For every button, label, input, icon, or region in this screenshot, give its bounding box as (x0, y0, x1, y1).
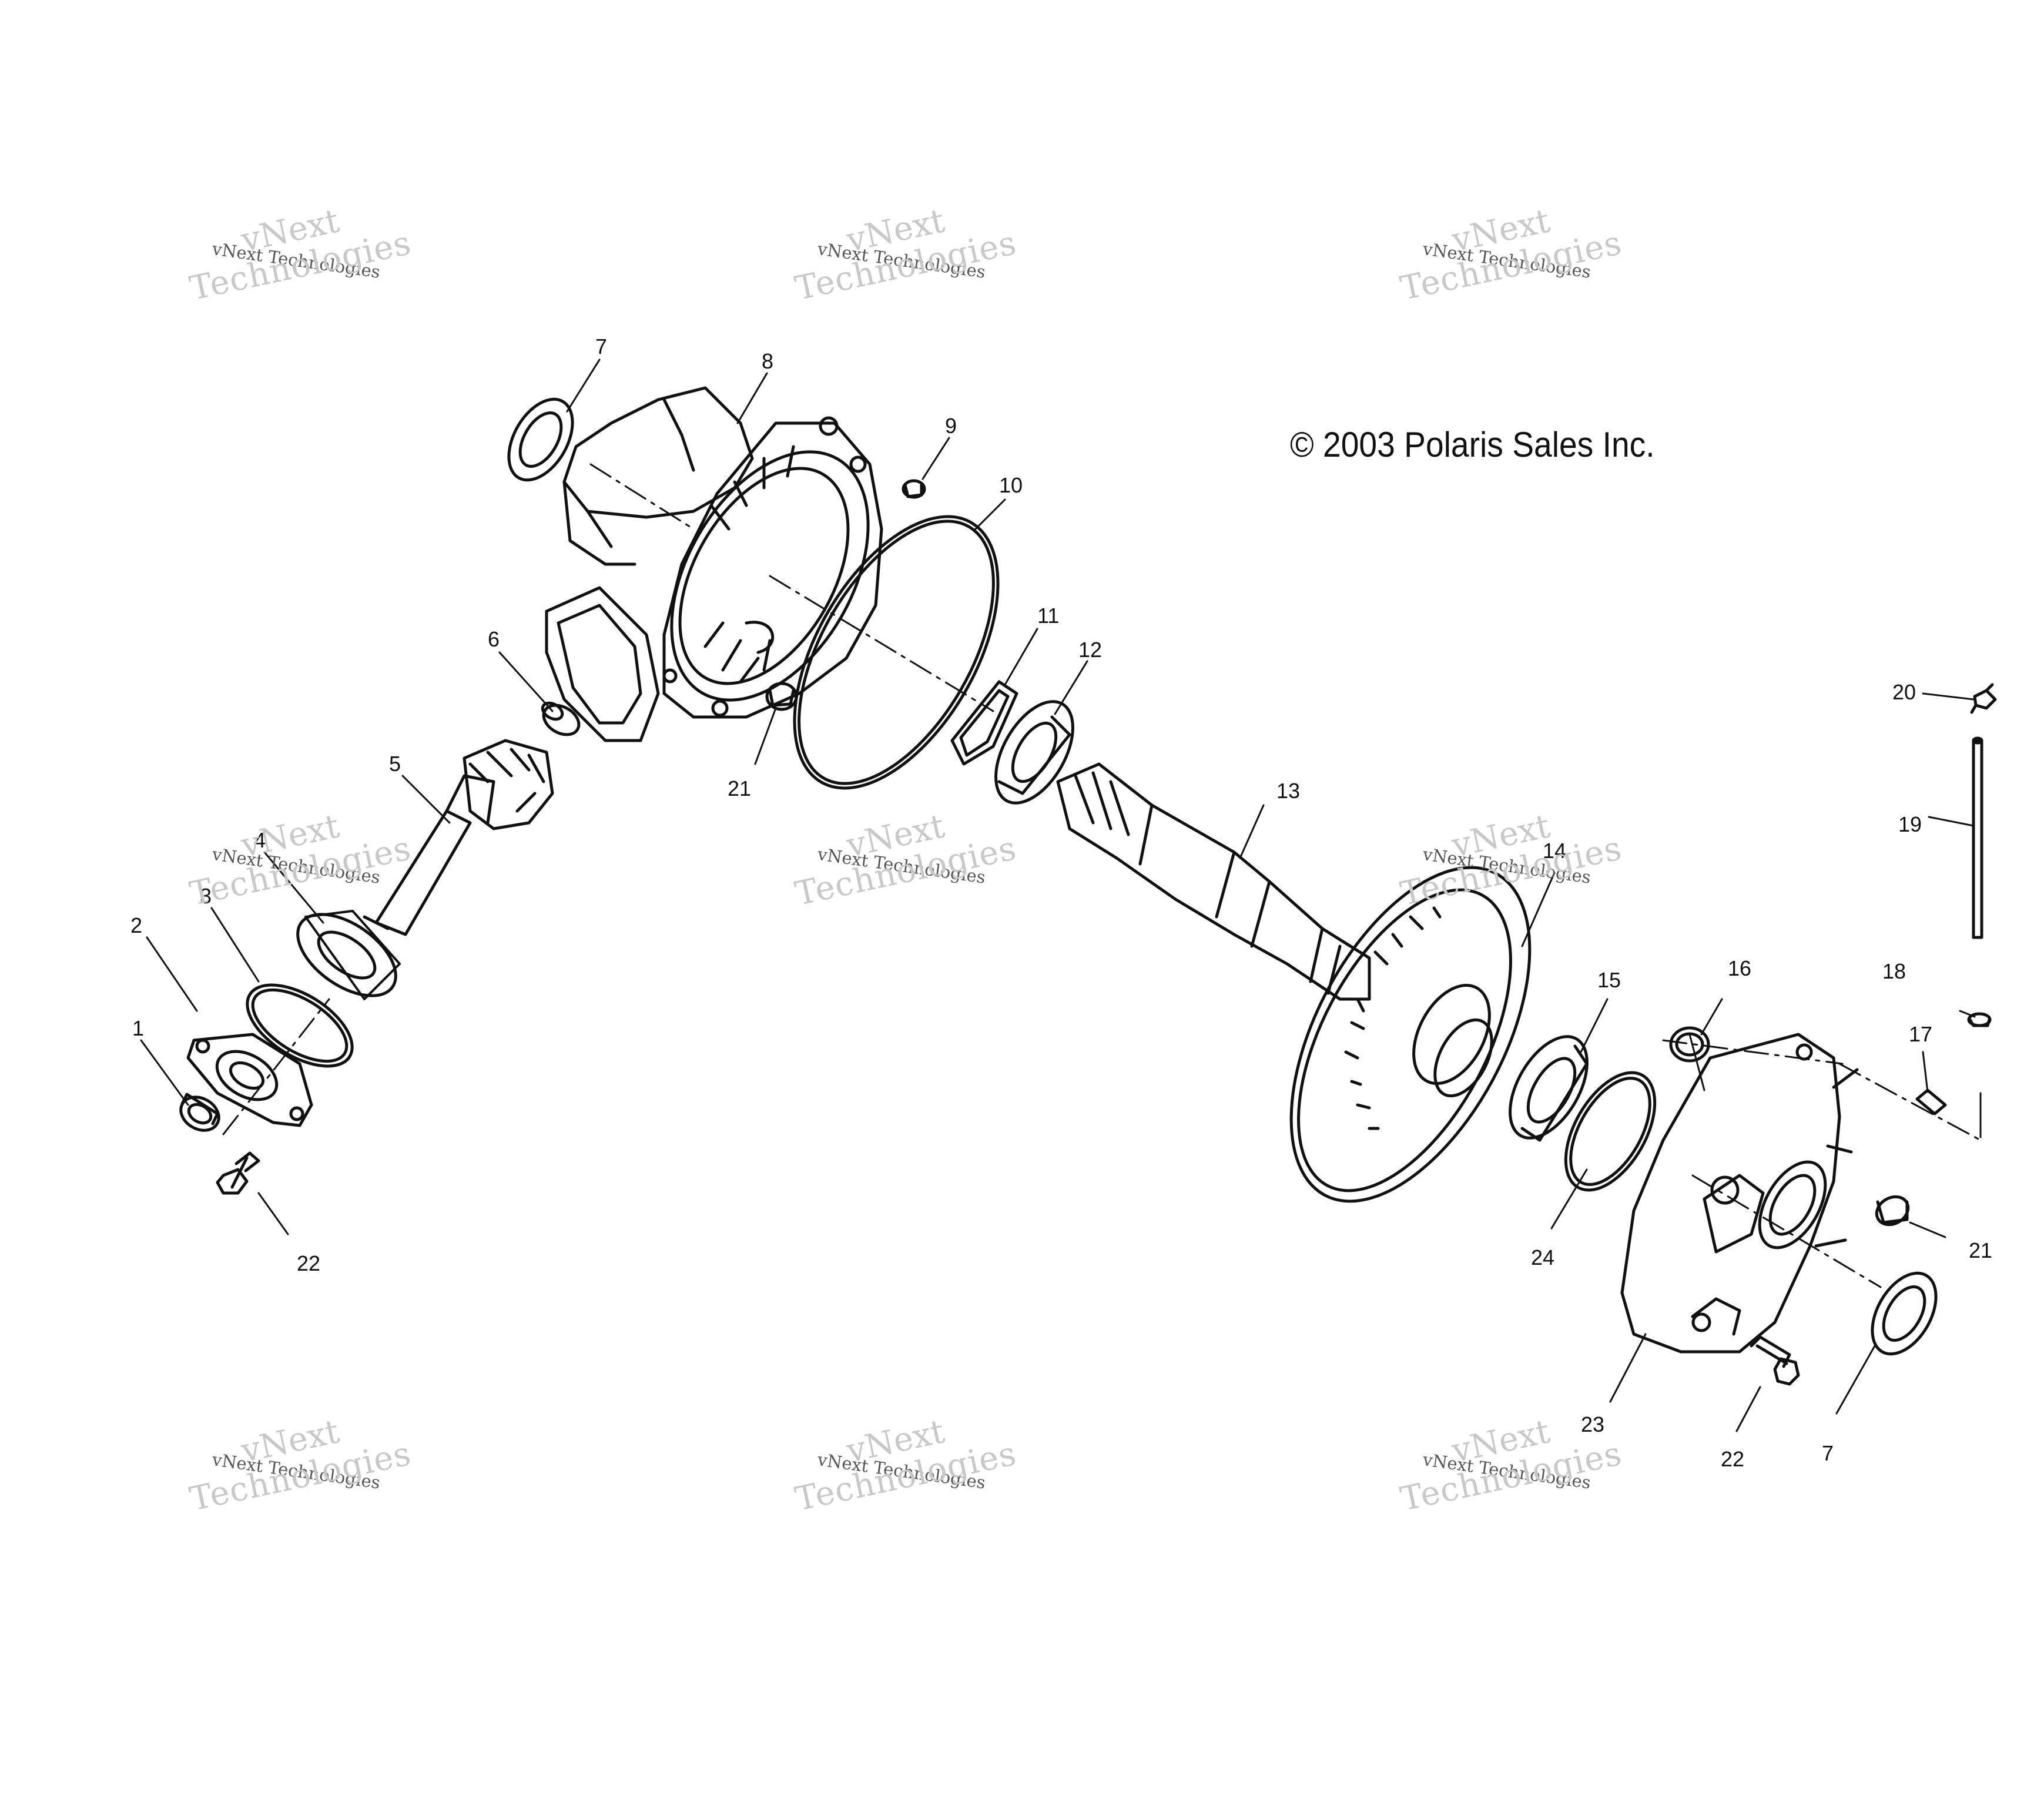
callout-5: 5 (389, 752, 401, 776)
part-22-bolt-left (216, 1151, 260, 1195)
part-6-bushing (541, 701, 581, 736)
part-4-bearing (296, 910, 401, 1000)
callout-20: 20 (1892, 680, 1916, 704)
callout-10: 10 (999, 473, 1023, 497)
part-7-seal-top (507, 397, 574, 482)
part-23-end-cover (1620, 1033, 1859, 1354)
callout-15: 15 (1597, 968, 1621, 992)
part-7-seal-right (1871, 1271, 1938, 1356)
callout-9: 9 (945, 414, 957, 438)
callout-11: 11 (1037, 604, 1059, 628)
callout-13: 13 (1276, 779, 1300, 803)
part-10-large-o-ring (793, 515, 1000, 790)
callout-21: 21 (728, 776, 751, 800)
callout-4: 4 (254, 828, 266, 852)
callout-24: 24 (1531, 1245, 1554, 1269)
part-21-bushing-left (765, 682, 798, 711)
part-18-clip (1967, 1012, 1992, 1027)
callout-22-right: 22 (1721, 1447, 1744, 1471)
callout-12: 12 (1078, 638, 1102, 662)
part-8-gear-housing (545, 386, 883, 742)
leader-lines (140, 359, 1982, 1432)
copyright-notice: © 2003 Polaris Sales Inc. (1290, 425, 1655, 464)
part-5-pinion-shaft (363, 739, 554, 936)
part-15-bearing (1509, 1035, 1589, 1142)
callout-7: 7 (595, 334, 607, 359)
callout-21-right: 21 (1969, 1238, 1992, 1262)
part-14-ring-gear (1289, 866, 1532, 1203)
callout-14: 14 (1543, 839, 1566, 863)
part-12-bearing (994, 700, 1074, 805)
callout-3: 3 (200, 884, 212, 908)
part-2-cover-plate (186, 1033, 313, 1127)
part-24-o-ring (1564, 1071, 1657, 1192)
callout-22: 22 (297, 1251, 320, 1275)
part-17-pin (1915, 1088, 1947, 1115)
callout-6: 6 (488, 627, 500, 651)
callout-labels: 1 2 3 4 5 6 7 8 9 10 11 12 13 14 15 16 1… (130, 334, 1992, 1471)
part-13-output-shaft (1056, 762, 1371, 1001)
part-21-bushing-right (1875, 1195, 1910, 1227)
callout-7-right: 7 (1822, 1441, 1834, 1465)
part-22-bolt-right (1750, 1335, 1800, 1386)
callout-23: 23 (1581, 1412, 1604, 1436)
part-11-shim (950, 680, 1018, 766)
callout-17: 17 (1909, 1022, 1932, 1046)
callout-2: 2 (130, 913, 142, 937)
callout-18: 18 (1882, 959, 1906, 983)
callout-1: 1 (132, 1016, 144, 1040)
callout-16: 16 (1728, 956, 1751, 980)
part-9-bushing (902, 479, 926, 499)
axis-centerline (222, 463, 1982, 1288)
callout-19: 19 (1898, 812, 1922, 836)
callout-8: 8 (762, 349, 773, 373)
part-19-rod (1972, 736, 1983, 939)
part-20-wing-nut (1970, 683, 1997, 714)
part-3-o-ring (246, 983, 354, 1068)
